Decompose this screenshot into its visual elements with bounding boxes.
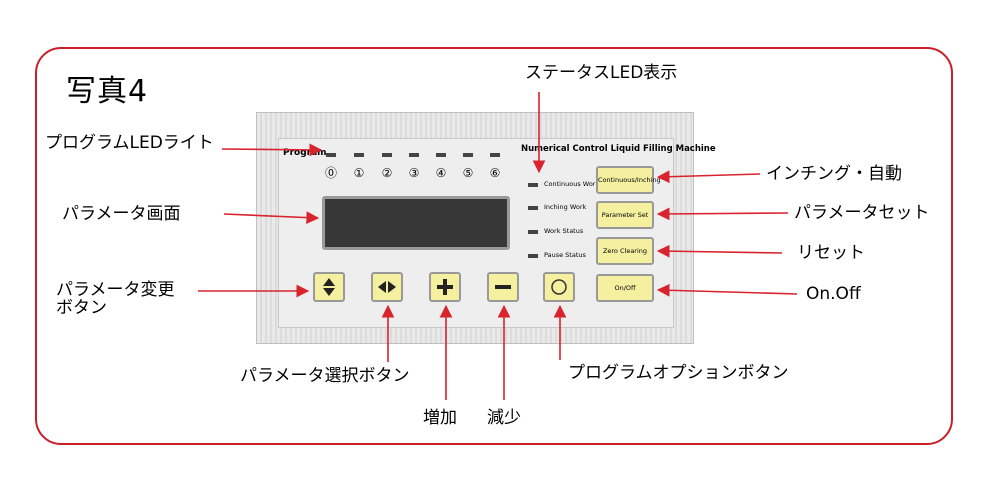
parameter-select-button[interactable] [371, 272, 403, 302]
label-parameter-set: パラメータセット [794, 203, 930, 223]
status-led-work [528, 230, 538, 234]
program-led-0 [326, 153, 336, 157]
plus-icon [437, 279, 453, 295]
label-parameter-change-line1: パラメータ変更 [56, 280, 175, 300]
photo-title: 写真4 [66, 74, 149, 109]
arrow-parameter-screen [223, 211, 320, 224]
status-label-continuous: Continuous Work [544, 180, 600, 188]
continuous-inching-button[interactable]: Continuous/Inching [596, 166, 661, 194]
label-parameter-select: パラメータ選択ボタン [240, 366, 410, 386]
program-number-6: ⑥ [489, 166, 501, 180]
arrow-reset [656, 244, 783, 258]
label-status-led: ステータスLED表示 [525, 63, 678, 83]
program-led-4 [436, 153, 446, 157]
program-number-4: ④ [435, 166, 447, 180]
up-down-icon [323, 278, 335, 296]
outer-frame [35, 47, 953, 445]
label-inching-auto: インチング・自動 [766, 164, 902, 184]
program-number-3: ③ [408, 166, 420, 180]
label-parameter-screen: パラメータ画面 [62, 204, 181, 224]
zero-clearing-button[interactable]: Zero Clearing [596, 237, 654, 265]
program-led-1 [354, 153, 364, 157]
parameter-change-button[interactable] [313, 272, 345, 302]
increase-button[interactable] [429, 272, 461, 302]
program-number-0: ⓪ [325, 166, 338, 180]
status-label-work: Work Status [544, 227, 584, 235]
program-led-5 [463, 153, 473, 157]
minus-icon [495, 285, 511, 289]
label-program-led: プログラムLEDライト [45, 133, 214, 153]
status-label-pause: Pause Status [544, 251, 586, 259]
label-increase: 増加 [423, 408, 457, 428]
arrow-parameter-set [656, 207, 789, 221]
decrease-button[interactable] [487, 272, 519, 302]
parameter-screen [322, 196, 510, 250]
arrow-on-off [656, 283, 798, 297]
program-number-1: ① [353, 166, 365, 180]
label-on-off: On.Off [806, 284, 861, 304]
arrow-inching-auto [656, 170, 761, 184]
program-number-2: ② [381, 166, 393, 180]
circle-icon [551, 279, 567, 295]
program-led-6 [490, 153, 500, 157]
program-led-3 [409, 153, 419, 157]
status-led-inching [528, 206, 538, 210]
program-led-2 [382, 153, 392, 157]
program-option-button[interactable] [543, 272, 575, 302]
machine-name: Numerical Control Liquid Filling Machine [521, 144, 716, 154]
program-number-5: ⑤ [462, 166, 474, 180]
label-parameter-change-line2: ボタン [56, 298, 107, 318]
program-label: Program [283, 148, 327, 158]
label-program-option: プログラムオプションボタン [568, 363, 789, 383]
status-led-pause [528, 254, 538, 258]
label-reset: リセット [797, 243, 865, 263]
left-right-icon [378, 281, 396, 293]
status-led-continuous [528, 183, 538, 187]
arrow-program-led [221, 143, 323, 157]
on-off-button[interactable]: On/Off [596, 274, 654, 302]
status-label-inching: Inching Work [544, 203, 587, 211]
label-decrease: 減少 [487, 408, 521, 428]
parameter-set-button[interactable]: Parameter Set [596, 201, 654, 229]
